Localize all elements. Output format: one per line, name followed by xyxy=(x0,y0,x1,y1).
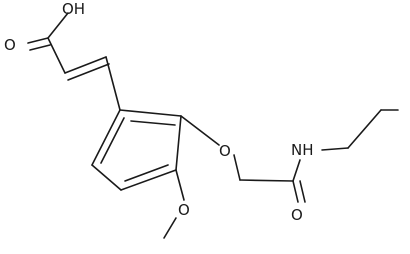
bond-ether-o-ch2 xyxy=(233,154,241,181)
bond-amide-c-o-a xyxy=(292,180,299,203)
atom-label-methoxy-o: O xyxy=(178,201,190,219)
bond-cooh-oh xyxy=(47,12,69,39)
bond-c1-c2 xyxy=(47,37,66,74)
bond-n-propyl-1 xyxy=(321,147,349,151)
bond-methoxy-o-ch3 xyxy=(163,217,177,239)
atom-label-amide-o: O xyxy=(291,206,303,224)
atom-label-acid-o: O xyxy=(4,36,16,54)
bond-ring-ether-o xyxy=(180,115,220,146)
bond-c2-c3-double-b xyxy=(67,63,110,81)
ring-inner-2 xyxy=(124,164,169,182)
atom-label-oh: OH xyxy=(62,0,85,18)
bond-c2-c3-double-a xyxy=(64,56,107,74)
ring-inner-3 xyxy=(100,117,125,164)
ring-bond-5 xyxy=(91,109,121,166)
bond-ch2-amide-c xyxy=(239,179,294,182)
ring-inner-1 xyxy=(130,120,176,126)
bond-cooh-double-a xyxy=(27,37,49,44)
atom-label-amide-nh: NH xyxy=(291,141,314,159)
bond-c3-ring xyxy=(105,56,121,111)
ring-bond-4 xyxy=(91,164,122,191)
bond-cooh-double-b xyxy=(29,44,51,51)
bond-ring-methoxy-o xyxy=(175,169,185,201)
atom-label-ether-o: O xyxy=(219,142,231,160)
ring-bond-2 xyxy=(175,115,182,171)
ring-bond-1 xyxy=(119,109,182,117)
bond-propyl-1-2 xyxy=(347,109,382,149)
ring-bond-3 xyxy=(120,169,177,191)
bond-amide-c-o-b xyxy=(299,180,306,203)
bond-amide-c-n xyxy=(292,159,301,182)
